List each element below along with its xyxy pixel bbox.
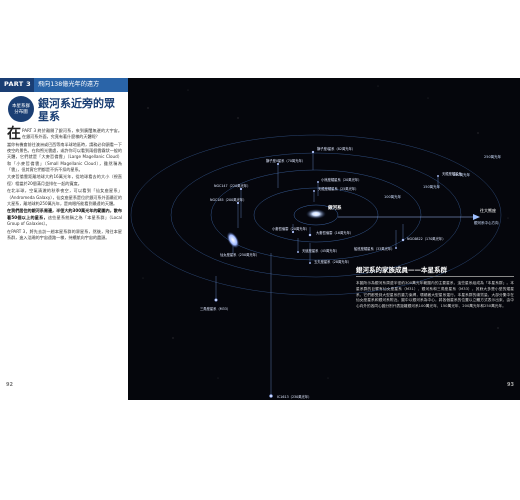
part-title: 飛向138億光年的遠方 [34,78,128,92]
direction-arrow: 往大熊座 銀河系中心方向 [338,207,499,225]
right-page-galaxy-map: 250萬光年 200萬光年 150萬光年 100萬光年 往大熊座 銀河系中心方向… [128,78,520,400]
galaxy-label-draco: 天龍座矮星系（25萬光年） [318,186,358,191]
galaxy-label-ngc6822: NGC6822（170萬光年） [407,236,446,241]
paragraph-4: 在北半球，空氣清澈的秋季夜空，可以看到「仙女座星系」（Andromeda Gal… [7,188,122,206]
ring-label-150: 150萬光年 [423,184,441,189]
paragraph-5: 在我們居住的銀河系周邊，半徑大約300萬光年的範圍內，散布著50個以上的星系，這… [7,208,122,226]
galaxy-label-ngc147: NGC147（220萬光年） [214,183,250,188]
bold-highlight: 在我們居住的銀河系周邊，半徑大約300萬光年的範圍內，散布著50個以上的星系， [7,208,122,220]
galaxy-labels: 獅子座I星系（82萬光年） 獅子座II星系（70萬光年） 小熊座矮星系（20萬光… [200,146,462,399]
galaxy-label-leo-ii: 獅子座II星系（70萬光年） [266,158,305,163]
ring-label-200: 200萬光年 [453,172,471,177]
direction-label: 往大熊座 [480,207,496,213]
drop-cap: 在 [7,126,21,142]
distance-rings [130,134,502,296]
starfield [142,85,509,379]
paragraph-3: 大麥哲倫雲距離地球大約16萬光年，從地球看去的大小（視直徑）相當於20個滿月並排… [7,174,122,186]
callout-box: 銀河系的家族成員——本星系群 本圖所示為銀河系周邊半徑約300萬光年範圍內的主要… [356,264,514,376]
milky-way-galaxy [306,209,326,219]
paragraph-6: 在PART 3，將先去訪一趟本星系群的眾星系，然後，飛往本星系群，進入浩瀚的宇宙… [7,228,122,240]
galaxy-dots [214,150,440,399]
badge-line-1: 本星系群 [12,104,30,109]
galaxy-label-ngc185: NGC185（200萬光年） [210,197,246,202]
galaxy-markers [215,152,439,396]
galaxy-label-andromeda: 仙女座星系（250萬光年） [220,252,259,257]
galaxy-label-smc: 小麥哲倫雲（20萬光年） [272,226,309,231]
callout-text: 本圖所示為銀河系周邊半徑約300萬光年範圍內的主要星系，這些星系組成為「本星系群… [356,281,514,309]
galaxy-label-leo-i: 獅子座I星系（82萬光年） [317,146,355,151]
galaxy-label-lmc: 大麥哲倫雲（16萬光年） [316,230,353,235]
galaxy-label-ic1613: IC1613（230萬光年） [277,394,311,399]
section-badge: 本星系群 分布圖 [8,96,34,122]
galaxy-label-m33: 三角座星系（M33） [200,306,230,311]
local-group-map: 250萬光年 200萬光年 150萬光年 100萬光年 往大熊座 銀河系中心方向… [130,85,509,399]
ring-label-100: 100萬光年 [384,194,402,199]
direction-sub: 銀河系中心方向 [474,220,499,225]
milky-way-label: 銀河系 [328,204,342,211]
galaxy-label-carina: 船底座矮星系（33萬光年） [354,246,394,251]
galaxy-label-sculptor: 玉夫座星系（28萬光年） [314,259,351,264]
galaxy-label-draco-dwarf: 天龍座矮星系 [442,171,462,176]
ring-label-250: 250萬光年 [484,154,502,159]
badge-line-2: 分布圖 [14,110,28,115]
chapter-title: 銀河系近旁的眾星系 [38,97,115,123]
page-number-right: 93 [507,382,514,388]
paragraph-2: 當你有機會前往澳洲或巴西等南半球地區時，請務必仰頭看一下夜空的景色。在和煦光雲處… [7,141,122,172]
part-label: PART 3 [4,80,31,88]
galaxy-label-ursa-minor: 小熊座矮星系（20萬光年） [321,177,361,182]
galaxy-label-fornax: 天爐座星系（45萬光年） [302,248,339,253]
callout-title: 銀河系的家族成員——本星系群 [356,264,514,277]
page-number-left: 92 [6,382,13,388]
